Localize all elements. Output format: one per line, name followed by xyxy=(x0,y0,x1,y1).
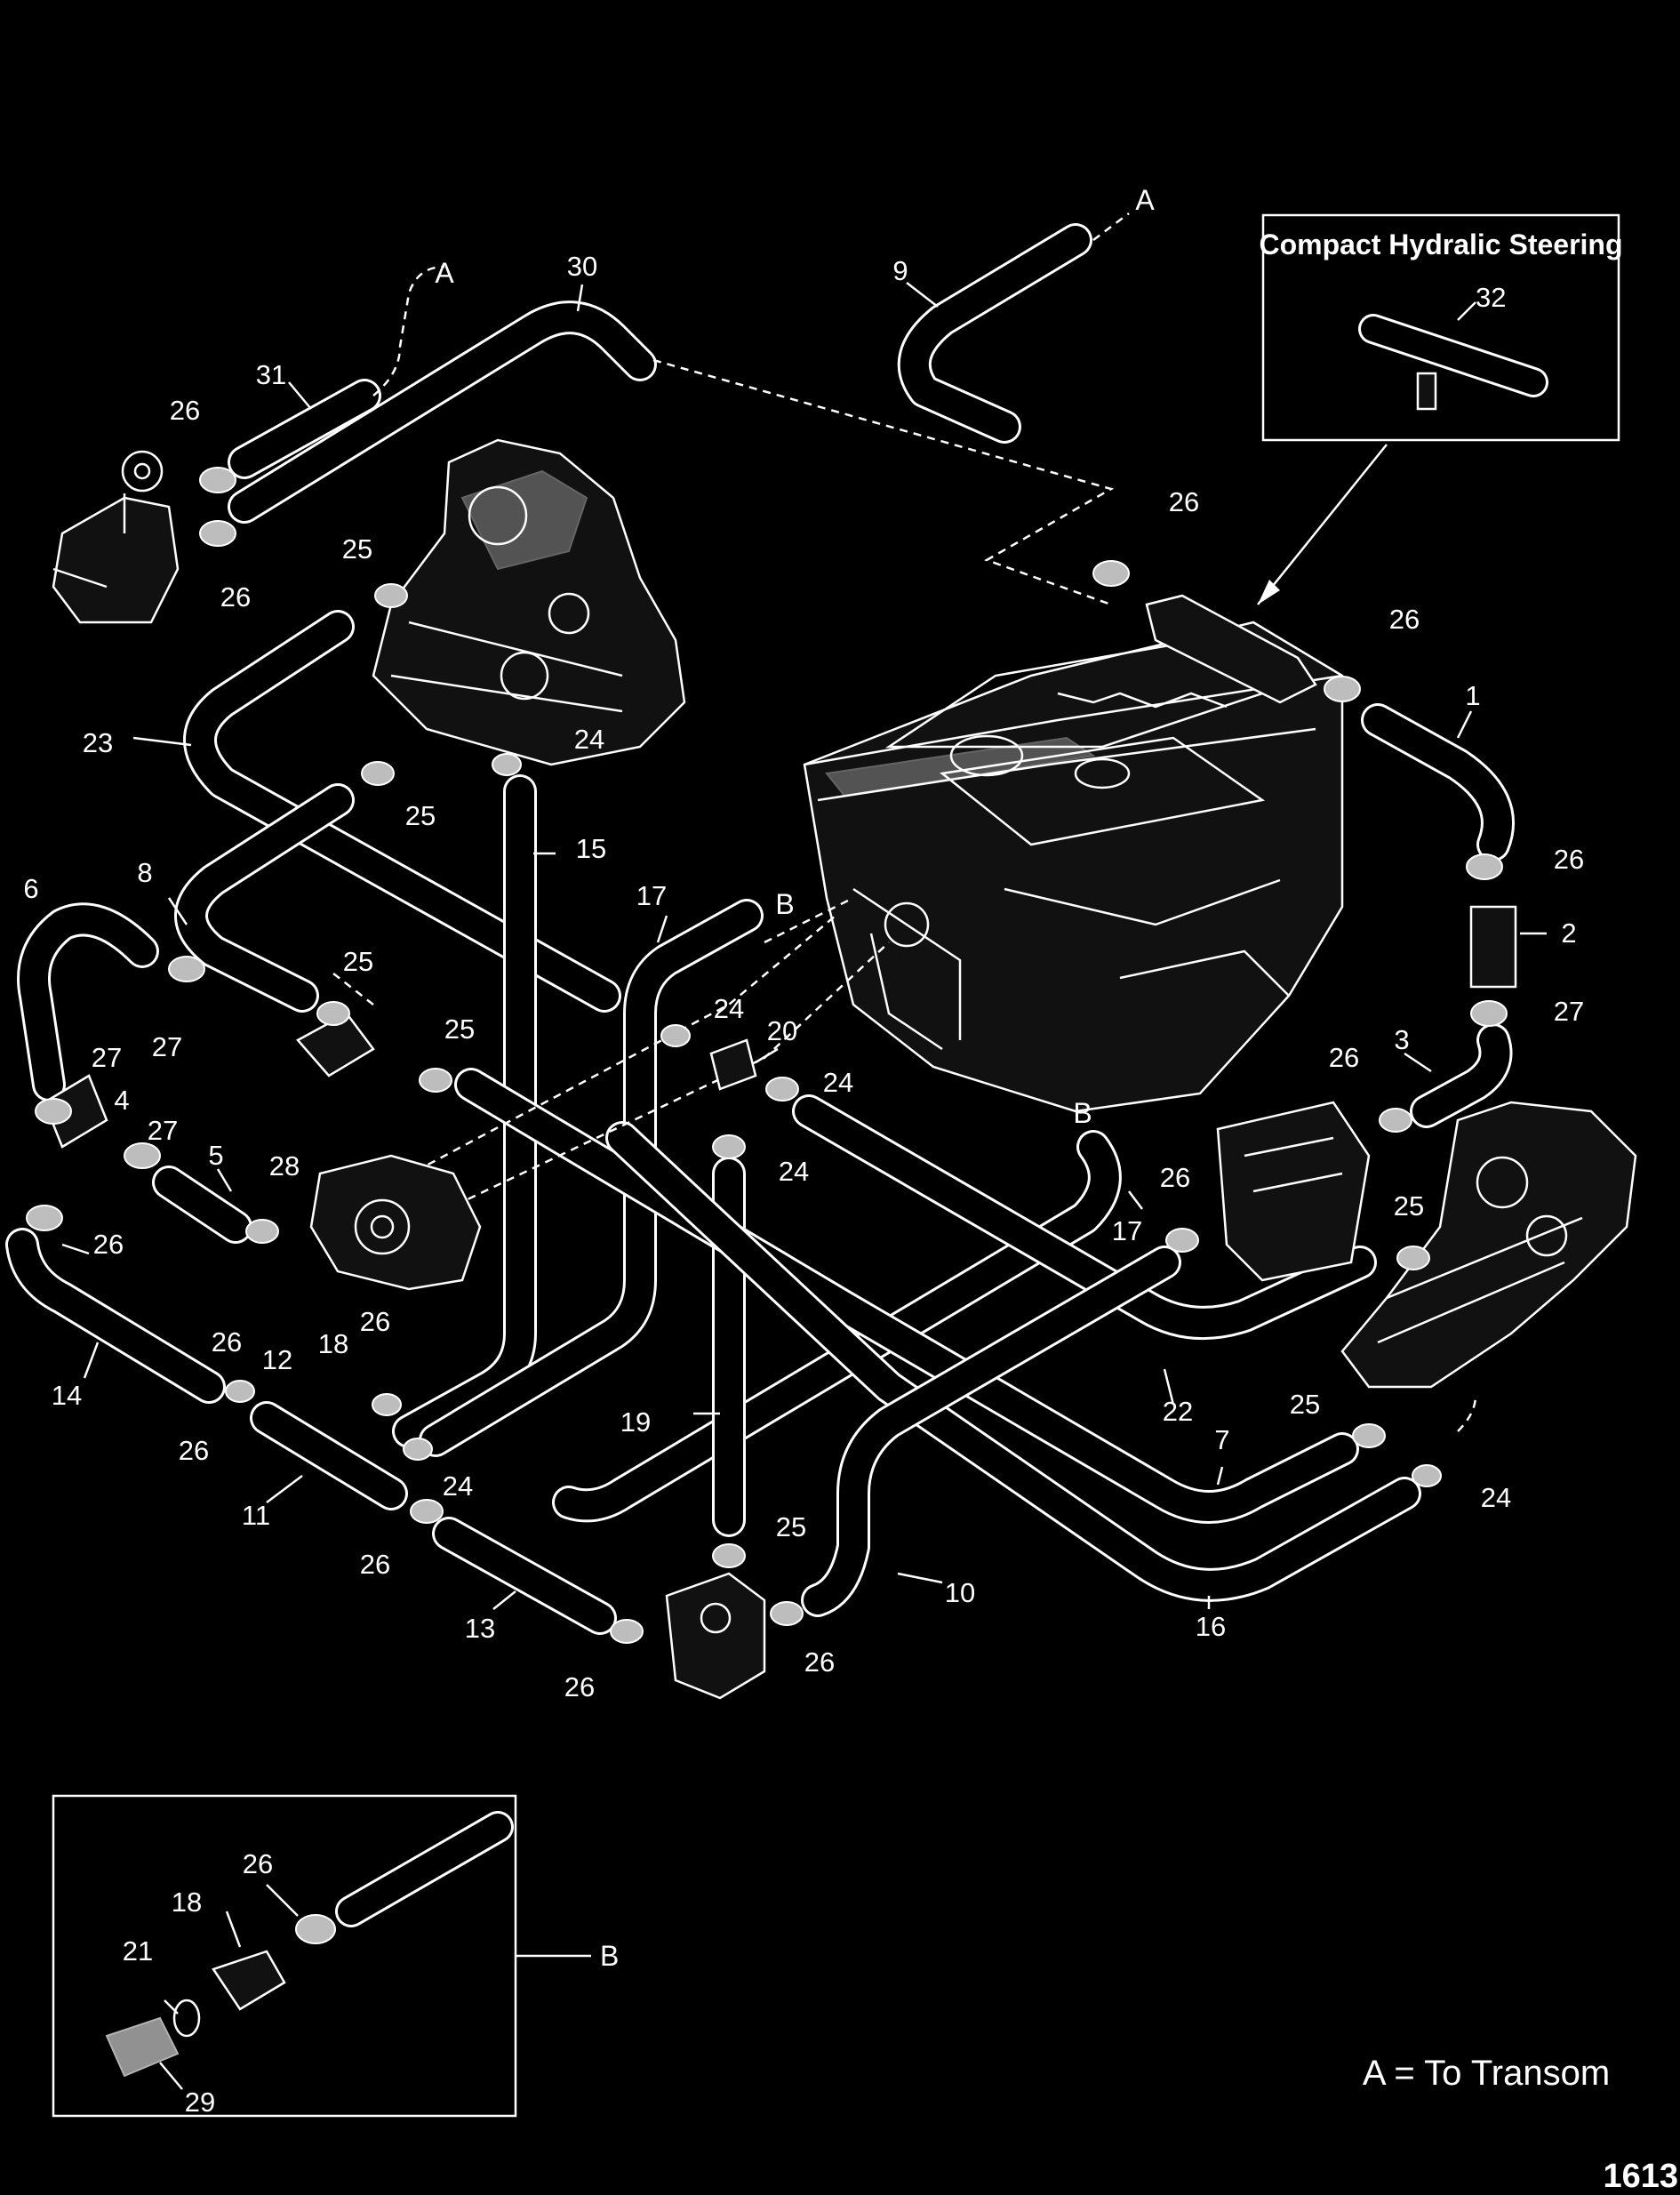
callout-26-h: 26 xyxy=(93,1229,124,1260)
engine-block xyxy=(803,621,1344,1113)
callout-26-i: 26 xyxy=(360,1306,390,1337)
callout-19: 19 xyxy=(620,1406,651,1438)
hoses xyxy=(5,223,1515,1635)
callout-24-e: 24 xyxy=(443,1470,473,1502)
marker-b-lower: B xyxy=(1073,1097,1092,1129)
detail-b-label: B xyxy=(600,1940,619,1972)
callout-18: 18 xyxy=(318,1328,348,1359)
callout-17-lower: 17 xyxy=(1112,1215,1142,1246)
callout-16: 16 xyxy=(1196,1611,1226,1642)
callout-numbers: 1 2 3 4 5 6 7 8 9 10 11 12 13 14 15 16 1… xyxy=(23,251,1584,1702)
marker-b-upper: B xyxy=(775,888,794,920)
thermostat-housing xyxy=(1216,1101,1371,1282)
callout-26-a: 26 xyxy=(170,395,200,426)
callout-9: 9 xyxy=(892,255,908,286)
callout-5: 5 xyxy=(208,1140,223,1171)
hose-clamps xyxy=(26,467,1508,1644)
callout-24-d: 24 xyxy=(779,1156,809,1187)
callout-24-a: 24 xyxy=(574,724,604,755)
callout-4: 4 xyxy=(114,1085,129,1116)
callout-20: 20 xyxy=(767,1015,797,1046)
callout-leaders xyxy=(61,282,1547,1610)
detail-b-callout-18: 18 xyxy=(172,1887,202,1918)
callout-7: 7 xyxy=(1214,1424,1229,1455)
water-pump-assembly xyxy=(52,450,180,624)
detail-b-callout-21: 21 xyxy=(123,1935,153,1967)
callout-26-m: 26 xyxy=(804,1646,835,1678)
legend-to-transom: A = To Transom xyxy=(1363,2054,1610,2093)
callout-27-d: 27 xyxy=(148,1115,178,1146)
steering-cooler xyxy=(1145,594,1317,704)
callout-32: 32 xyxy=(1476,282,1506,313)
small-fittings xyxy=(43,905,1517,1149)
callout-26-c: 26 xyxy=(1169,486,1199,517)
figure-number: 1613 xyxy=(1603,2158,1678,2195)
detail-b-callout-26: 26 xyxy=(243,1848,273,1879)
exhaust-manifold-port xyxy=(372,438,686,766)
drain-distribution-block xyxy=(665,1572,766,1700)
callout-31: 31 xyxy=(256,359,286,390)
callout-13: 13 xyxy=(465,1613,495,1644)
callout-11: 11 xyxy=(242,1500,270,1531)
callout-12: 12 xyxy=(262,1344,292,1375)
callout-26-b: 26 xyxy=(220,581,251,613)
callout-27-a: 27 xyxy=(1554,996,1584,1027)
callout-15: 15 xyxy=(576,833,606,864)
callout-17-upper: 17 xyxy=(636,880,667,911)
callout-24-c: 24 xyxy=(823,1067,853,1098)
marker-a-top: A xyxy=(1135,184,1155,216)
callout-3: 3 xyxy=(1394,1024,1409,1055)
callout-26-g: 26 xyxy=(1160,1162,1190,1193)
callout-10: 10 xyxy=(945,1577,975,1608)
callout-23: 23 xyxy=(83,727,113,758)
callout-26-l: 26 xyxy=(564,1671,595,1702)
callout-2: 2 xyxy=(1561,917,1576,949)
steering-inset: Compact Hydralic Steering 32 xyxy=(1257,213,1623,605)
seawater-pump xyxy=(309,1154,482,1291)
callout-27-b: 27 xyxy=(92,1042,122,1073)
callout-24-b: 24 xyxy=(714,993,744,1024)
callout-8: 8 xyxy=(137,857,152,888)
detail-b-inset: 26 18 21 29 B xyxy=(52,1794,619,2118)
callout-26-j: 26 xyxy=(179,1435,209,1466)
callout-26-n: 26 xyxy=(212,1326,242,1358)
callout-26-f: 26 xyxy=(1329,1042,1359,1073)
marker-a-left: A xyxy=(435,257,454,289)
callout-25-e: 25 xyxy=(1394,1190,1424,1222)
callout-25-a: 25 xyxy=(342,533,372,565)
callout-26-k: 26 xyxy=(360,1549,390,1580)
callout-22: 22 xyxy=(1163,1396,1193,1427)
callout-30: 30 xyxy=(567,251,597,282)
callout-28: 28 xyxy=(269,1150,300,1182)
callout-25-f: 25 xyxy=(1290,1389,1320,1420)
callout-25-d: 25 xyxy=(444,1013,475,1045)
callout-25-c: 25 xyxy=(343,946,373,977)
callout-26-d: 26 xyxy=(1389,604,1420,635)
callout-24-f: 24 xyxy=(1481,1482,1511,1513)
callout-1: 1 xyxy=(1465,680,1480,711)
callout-27-c: 27 xyxy=(152,1031,182,1062)
callout-25-b: 25 xyxy=(405,800,436,831)
callout-25-g: 25 xyxy=(776,1511,806,1542)
exhaust-manifold-starboard xyxy=(1340,1101,1637,1389)
callout-6: 6 xyxy=(23,873,38,904)
callout-26-e: 26 xyxy=(1554,844,1584,875)
callout-14: 14 xyxy=(52,1380,82,1411)
detail-b-callout-29: 29 xyxy=(185,2087,215,2118)
steering-inset-title: Compact Hydralic Steering xyxy=(1260,228,1623,260)
letter-markers: A A B B xyxy=(435,184,1155,1129)
